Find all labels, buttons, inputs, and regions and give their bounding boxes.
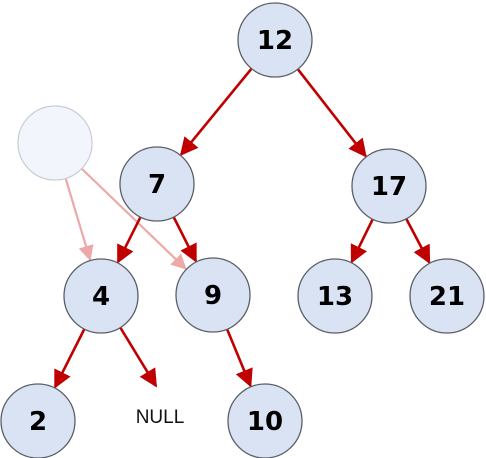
node-value: 13 — [317, 282, 353, 312]
node-value: 7 — [148, 170, 166, 200]
tree-node-4: 4 — [63, 258, 139, 334]
edge-n9-n10 — [225, 326, 253, 388]
tree-node-13: 13 — [297, 258, 373, 334]
ghost-edge-n9 — [79, 166, 187, 270]
edge-n4-null — [118, 325, 158, 388]
tree-node-9: 9 — [175, 257, 251, 333]
node-value: 21 — [429, 282, 465, 312]
node-circle — [0, 383, 76, 458]
node-circle — [409, 258, 485, 334]
node-value: 17 — [371, 172, 407, 202]
node-circle — [351, 148, 427, 224]
edge-n7-n4 — [116, 214, 143, 264]
ghost-layer — [17, 105, 187, 270]
tree-node-17: 17 — [351, 148, 427, 224]
node-circle — [119, 146, 195, 222]
edge-n12-n17 — [295, 66, 367, 158]
node-value: 2 — [29, 407, 47, 437]
edge-layer — [53, 66, 431, 389]
tree-node-12: 12 — [237, 2, 313, 78]
tree-node-21: 21 — [409, 258, 485, 334]
edge-n17-n21 — [404, 216, 431, 264]
node-value: 9 — [204, 281, 222, 311]
node-circle — [227, 383, 303, 458]
tree-node-10: 10 — [227, 383, 303, 458]
ghost-edge-n4 — [64, 176, 94, 262]
tree-node-2: 2 — [0, 383, 76, 458]
node-value: 12 — [257, 26, 293, 56]
null-label: NULL — [136, 407, 185, 428]
node-circle — [175, 257, 251, 333]
edge-n4-n2 — [53, 326, 87, 389]
edge-n12-n7 — [179, 66, 254, 157]
node-circle — [297, 258, 373, 334]
ghost-node — [17, 105, 93, 181]
edge-n17-n13 — [350, 216, 375, 264]
node-value: 4 — [92, 282, 110, 312]
node-value: 10 — [247, 407, 283, 437]
node-circle — [237, 2, 313, 78]
edge-n7-n9 — [171, 214, 198, 263]
tree-node-7: 7 — [119, 146, 195, 222]
node-circle — [63, 258, 139, 334]
